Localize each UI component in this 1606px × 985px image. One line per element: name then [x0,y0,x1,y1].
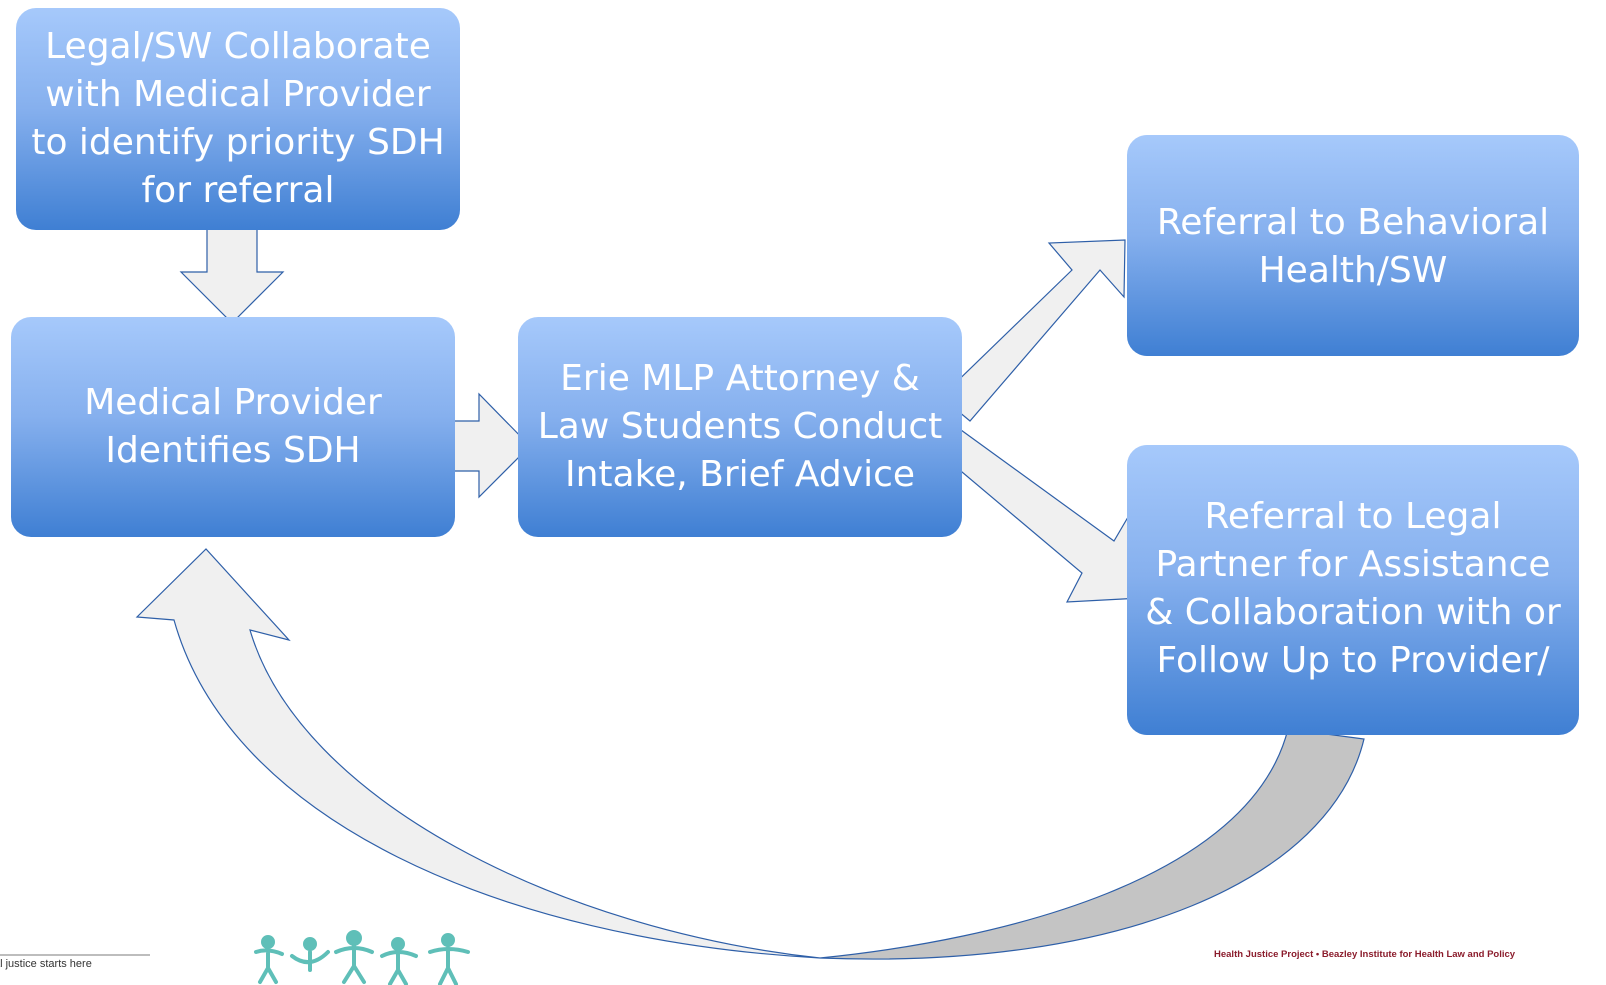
people-logo-icon [254,930,470,985]
arrow-down [179,223,285,324]
return-arrow [135,548,821,959]
arrow-down-right [942,429,1142,603]
node-provider-identifies: Medical Provider Identifies SDH [11,317,455,537]
node-legal-referral: Referral to Legal Partner for Assistance… [1127,445,1579,735]
footer-tagline: al justice starts here [0,954,150,970]
node-collaborate: Legal/SW Collaborate with Medical Provid… [16,8,460,230]
node-mlp-intake: Erie MLP Attorney & Law Students Conduct… [518,317,962,537]
return-arrow-shade [819,728,1365,960]
node-behavioral-referral: Referral to Behavioral Health/SW [1127,135,1579,356]
node-mlp-intake-label: Erie MLP Attorney & Law Students Conduct… [537,358,943,495]
node-legal-referral-label: Referral to Legal Partner for Assistance… [1145,496,1561,681]
node-collaborate-label: Legal/SW Collaborate with Medical Provid… [31,26,445,211]
node-behavioral-referral-label: Referral to Behavioral Health/SW [1156,202,1550,291]
node-provider-identifies-label: Medical Provider Identifies SDH [84,382,382,471]
arrow-up-right [940,239,1126,422]
footer-credits: Health Justice Project • Beazley Institu… [1214,949,1516,960]
